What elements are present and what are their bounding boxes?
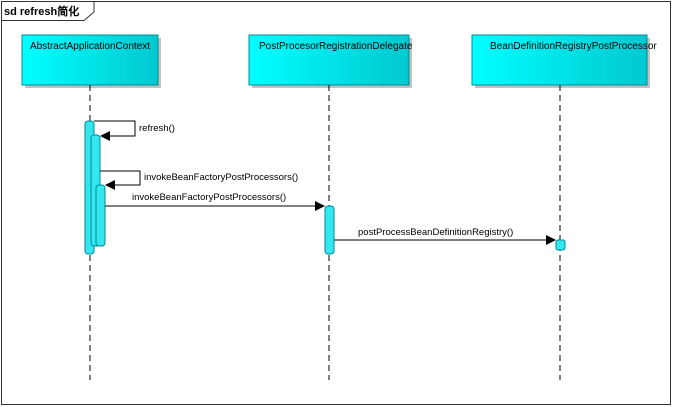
message-arrow-invoke-self xyxy=(100,170,141,190)
activation-bdrpp xyxy=(555,239,566,251)
participant-label-aac: AbstractApplicationContext xyxy=(29,41,151,52)
activation-pprd xyxy=(324,205,335,255)
participant-label-pprd: PostProcesorRegistrationDelegate xyxy=(259,41,413,52)
message-arrow-refresh xyxy=(94,120,136,141)
message-label-invoke-call: invokeBeanFactoryPostProcessors() xyxy=(132,192,287,203)
participant-label-bdrpp: BeanDefinitionRegistryPostProcessor xyxy=(490,41,657,52)
frame-tag xyxy=(1,1,95,21)
message-label-refresh: refresh() xyxy=(139,123,175,134)
activation-aac-invoke xyxy=(95,184,106,247)
message-label-invoke-self: invokeBeanFactoryPostProcessors() xyxy=(144,172,299,183)
frame-title: sd refresh简化 xyxy=(4,6,80,18)
message-label-post-process: postProcessBeanDefinitionRegistry() xyxy=(358,227,514,238)
